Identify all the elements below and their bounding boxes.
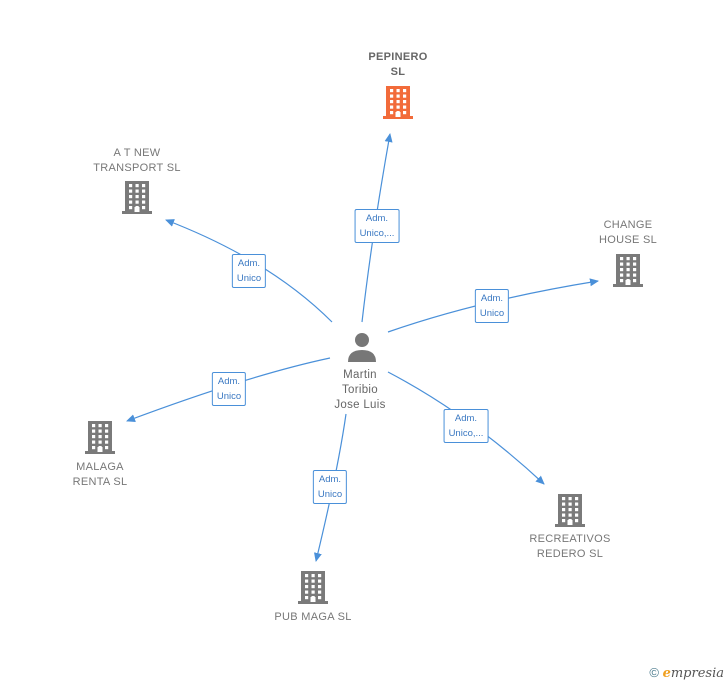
node-label-pubmaga[interactable]: PUB MAGA SL (274, 611, 352, 623)
edge-label-malaga[interactable]: Adm. Unico (211, 372, 247, 406)
brand-logo[interactable]: empresia (662, 666, 724, 681)
building-icon[interactable] (613, 254, 643, 287)
node-label-malaga[interactable]: MALAGA RENTA SL (72, 461, 128, 488)
edge-label-change[interactable]: Adm. Unico (474, 289, 510, 323)
footer-branding: © empresia (649, 665, 724, 681)
edge-label-atnew[interactable]: Adm. Unico (231, 254, 267, 288)
edge-label-pepinero[interactable]: Adm. Unico,... (354, 209, 400, 243)
edge-label-pubmaga[interactable]: Adm. Unico (312, 470, 348, 504)
center-person-name[interactable]: Martin Toribio Jose Luis (334, 369, 386, 411)
node-label-atnew[interactable]: A T NEW TRANSPORT SL (93, 147, 181, 174)
edge-label-recreativos[interactable]: Adm. Unico,... (443, 409, 489, 443)
building-icon[interactable] (383, 86, 413, 119)
building-icon[interactable] (298, 571, 328, 604)
node-label-pepinero[interactable]: PEPINERO SL (368, 51, 428, 78)
building-icon[interactable] (122, 181, 152, 214)
node-label-recreativos[interactable]: RECREATIVOS REDERO SL (529, 533, 611, 560)
building-icon[interactable] (555, 494, 585, 527)
building-icon[interactable] (85, 421, 115, 454)
person-icon[interactable] (348, 333, 376, 362)
node-label-change[interactable]: CHANGE HOUSE SL (598, 219, 658, 246)
copyright-symbol: © (649, 665, 659, 680)
